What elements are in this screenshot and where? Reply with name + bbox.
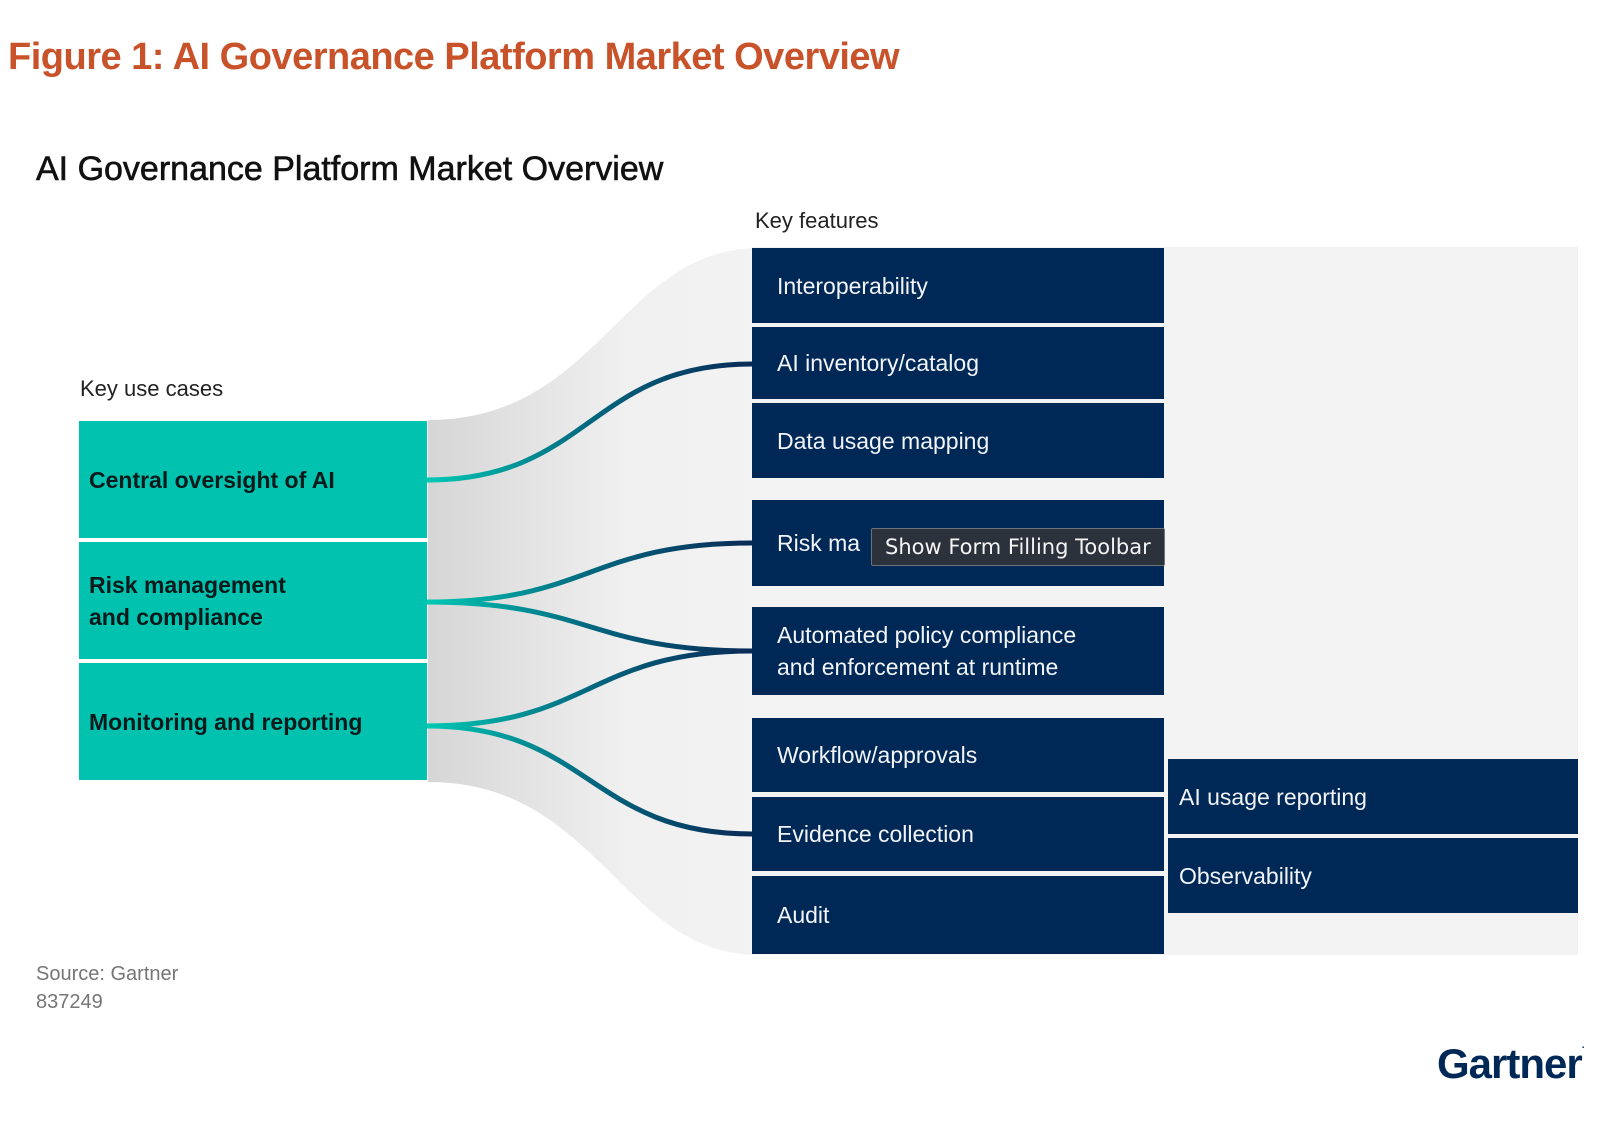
use-cases-label: Key use cases bbox=[80, 376, 224, 401]
feature-label: AI usage reporting bbox=[1179, 783, 1367, 810]
source-note: Source: Gartner 837249 bbox=[36, 960, 178, 1016]
connection-line bbox=[424, 648, 755, 729]
gartner-logo: Gartner. bbox=[1437, 1040, 1584, 1087]
connection-line bbox=[424, 540, 755, 605]
feature-label: AI inventory/catalog bbox=[777, 350, 980, 376]
use-case-label: Monitoring and reporting bbox=[89, 708, 363, 735]
feature-label: Automated policy compliance and enforcem… bbox=[777, 622, 1077, 680]
feature-ai-inventory: AI inventory/catalog bbox=[752, 327, 1164, 399]
chart-title: AI Governance Platform Market Overview bbox=[36, 150, 664, 189]
feature-label: Observability bbox=[1179, 862, 1312, 889]
connection-line bbox=[424, 361, 755, 483]
connection-lines bbox=[424, 361, 755, 837]
use-case-central-oversight: Central oversight of AI bbox=[79, 421, 427, 538]
feature-interoperability: Interoperability bbox=[752, 248, 1164, 323]
figure-title: Figure 1: AI Governance Platform Market … bbox=[8, 36, 900, 78]
flow-funnel bbox=[428, 248, 760, 955]
source-id: 837249 bbox=[36, 991, 103, 1013]
logo-text: Gartner bbox=[1437, 1040, 1583, 1087]
use-case-label: Risk management and compliance bbox=[89, 571, 286, 630]
feature-evidence-collection: Evidence collection bbox=[752, 797, 1164, 871]
feature-label: Audit bbox=[777, 902, 830, 928]
feature-workflow-approvals: Workflow/approvals bbox=[752, 718, 1164, 792]
feature-audit: Audit bbox=[752, 876, 1164, 954]
feature-label: Risk ma bbox=[777, 530, 861, 556]
use-case-monitoring: Monitoring and reporting bbox=[79, 663, 427, 780]
connection-line bbox=[424, 599, 755, 654]
feature-data-usage-mapping: Data usage mapping bbox=[752, 403, 1164, 478]
use-case-label: Central oversight of AI bbox=[89, 466, 335, 493]
feature-automated-policy: Automated policy compliance and enforcem… bbox=[752, 607, 1164, 695]
feature-label: Data usage mapping bbox=[777, 427, 990, 454]
use-case-risk-management: Risk management and compliance bbox=[79, 542, 427, 659]
feature-label: Evidence collection bbox=[777, 821, 974, 847]
features-label: Key features bbox=[755, 208, 879, 233]
feature-observability: Observability bbox=[1168, 838, 1578, 913]
form-filling-tooltip: Show Form Filling Toolbar bbox=[871, 528, 1165, 566]
feature-ai-usage-reporting: AI usage reporting bbox=[1168, 759, 1578, 834]
source-line: Source: Gartner bbox=[36, 963, 179, 985]
connection-line bbox=[424, 723, 755, 837]
feature-label: Interoperability bbox=[777, 272, 928, 299]
feature-label: Workflow/approvals bbox=[777, 742, 978, 768]
